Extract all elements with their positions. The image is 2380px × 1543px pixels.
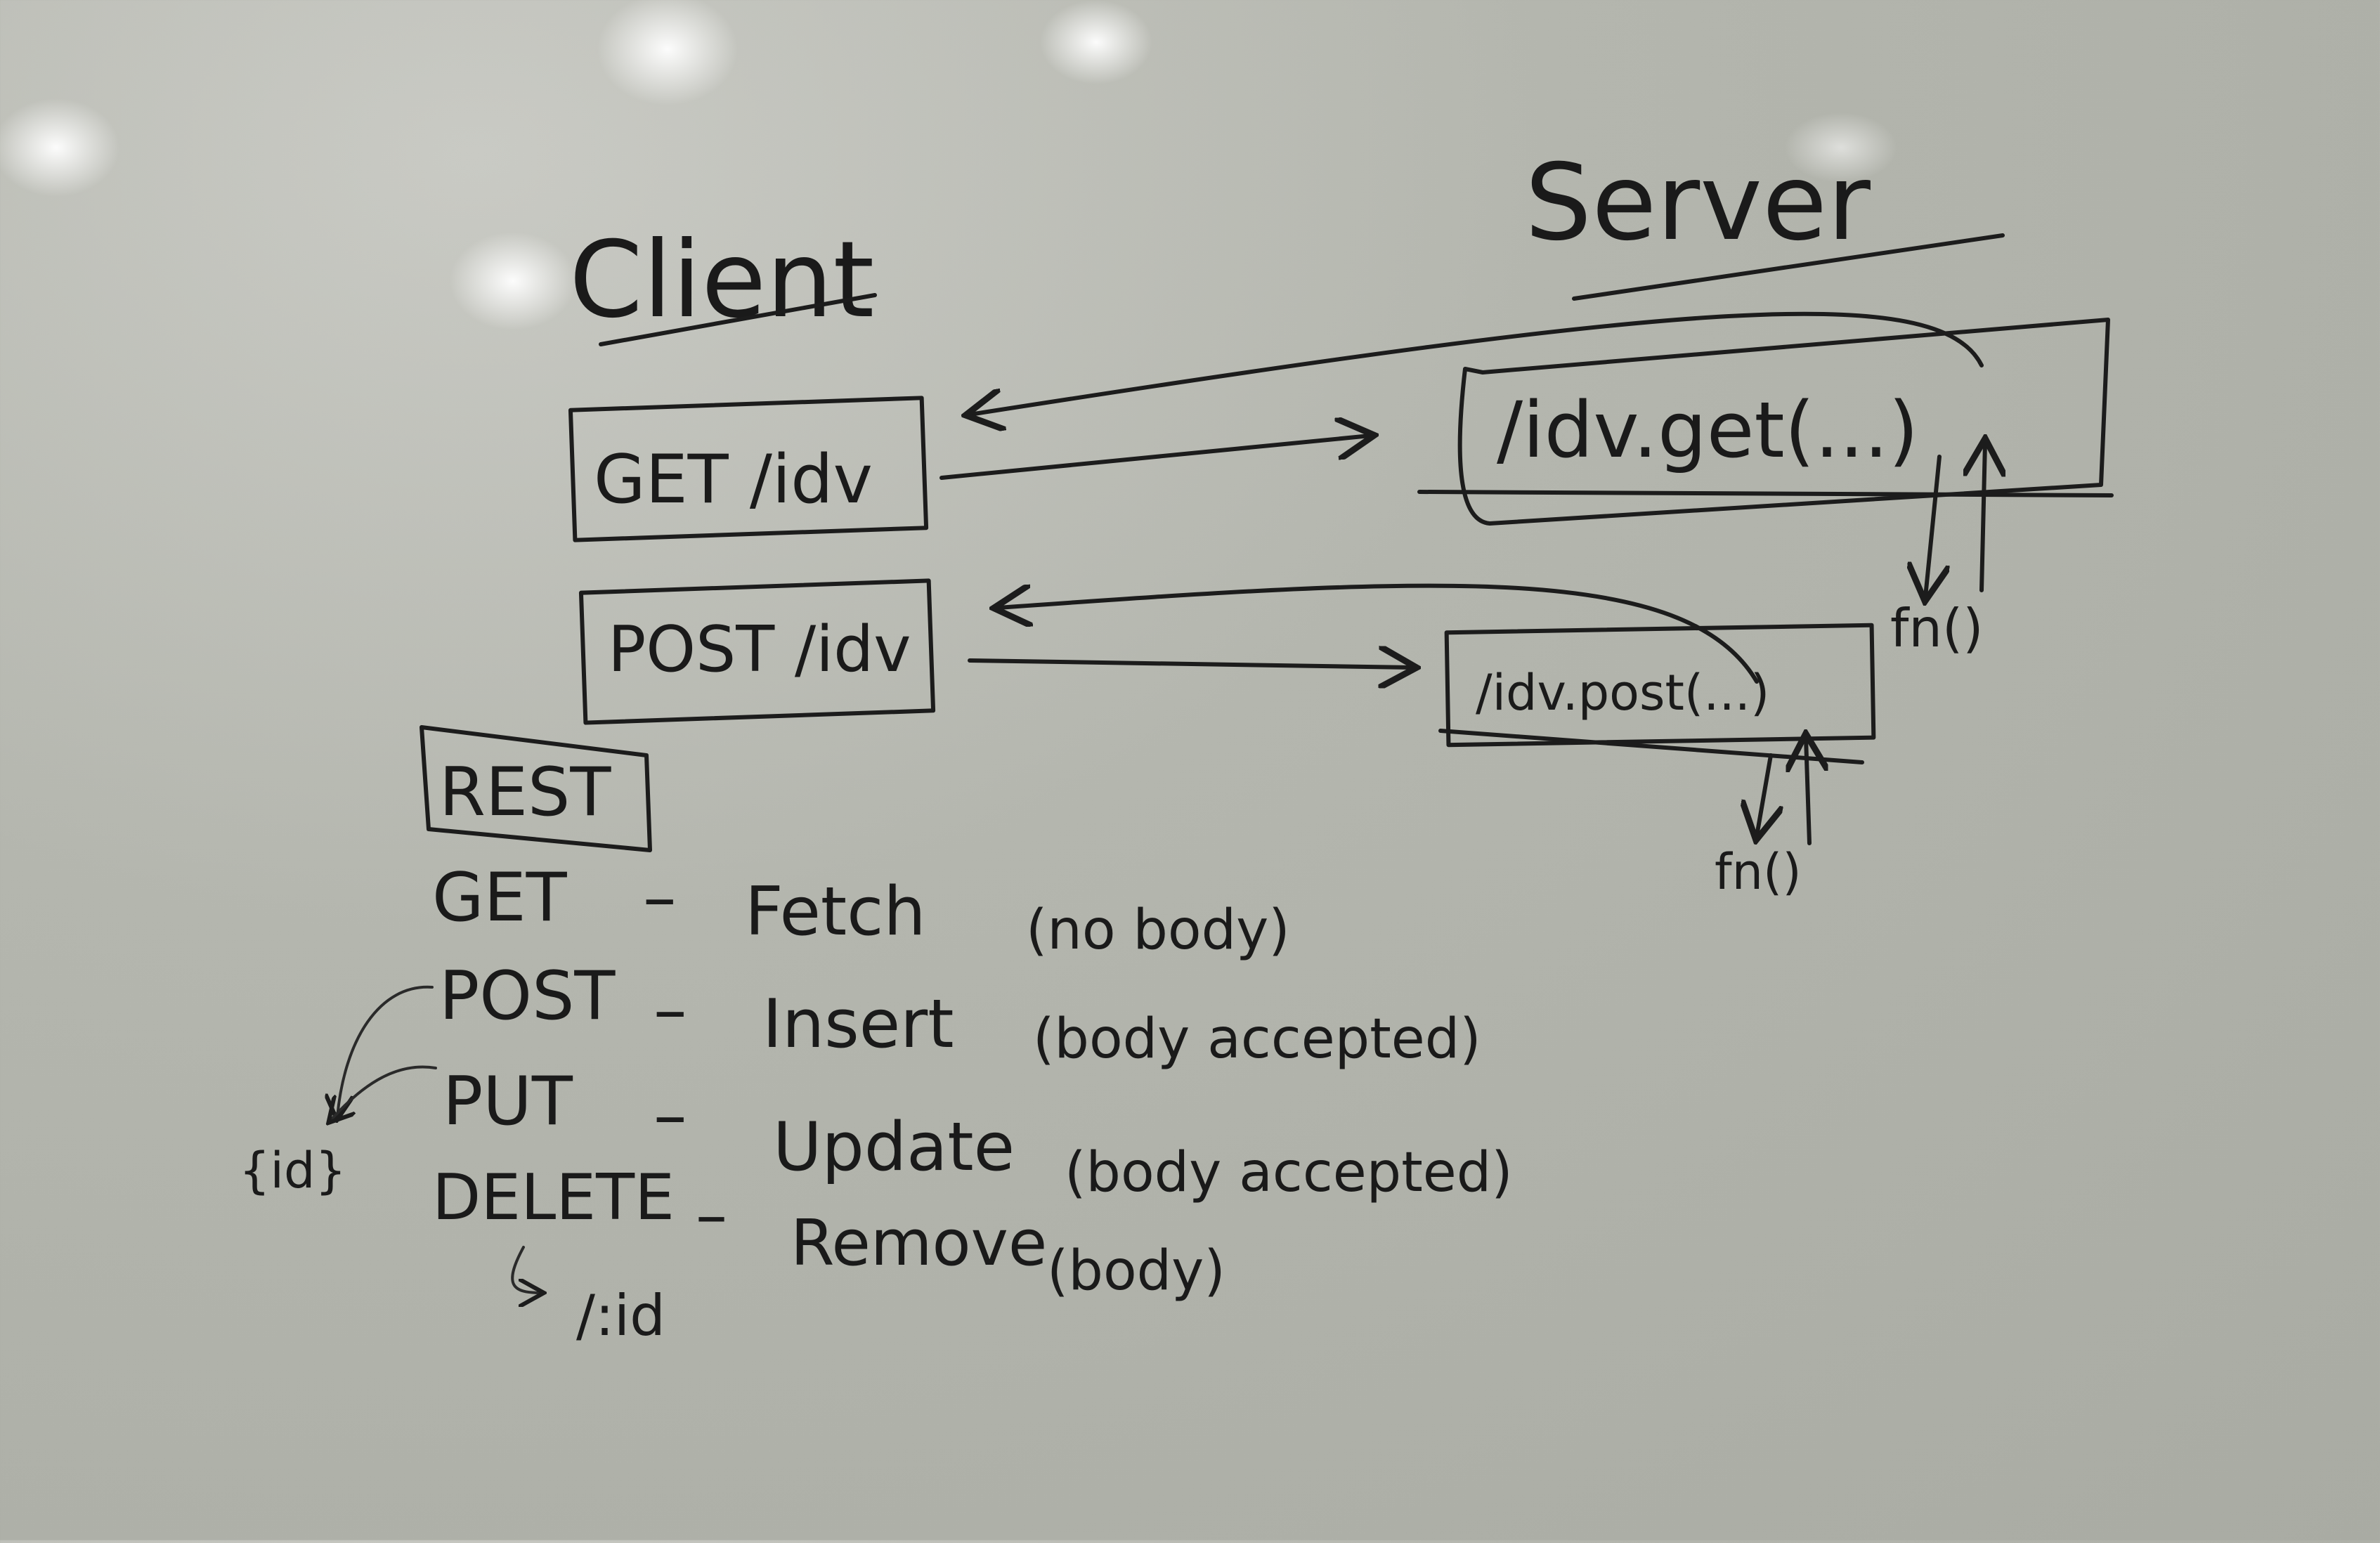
method-verb: DELETE: [432, 1161, 675, 1235]
method-action: Remove: [791, 1206, 1047, 1280]
method-action: Insert: [762, 986, 954, 1063]
post-to-id-arrow: [337, 985, 434, 1117]
method-note: (body accepted): [1065, 1141, 1513, 1204]
post-handler-box: [1444, 623, 1876, 748]
post-handler-label: /idv.post(...): [1476, 664, 1769, 722]
get-request-arrow: [939, 436, 1370, 480]
delete-path-arrow: [511, 1246, 541, 1293]
fn-call-arrow: [1757, 753, 1771, 836]
put-to-id-arrow: [330, 1065, 437, 1121]
get-fn-label: fn(): [1890, 597, 1983, 659]
server-underline: [1572, 233, 2005, 301]
fn-return-arrow: [1806, 738, 1809, 845]
method-note: (body accepted): [1033, 1008, 1481, 1071]
rest-method-post: POST – Insert (body accepted): [439, 958, 1481, 1071]
glare: [1785, 112, 1897, 183]
method-verb: GET: [432, 859, 568, 937]
glare: [597, 0, 738, 105]
server-title: Server: [1525, 142, 1871, 264]
method-action: Update: [773, 1109, 1015, 1186]
glare: [450, 232, 576, 330]
method-verb: POST: [439, 958, 616, 1035]
get-request-box: [568, 396, 929, 542]
method-verb: PUT: [443, 1063, 573, 1140]
post-fn-label: fn(): [1715, 843, 1802, 901]
post-handler-underline: [1438, 729, 1864, 764]
get-handler-box: [1457, 318, 2110, 526]
id-brace-label: {id}: [239, 1142, 346, 1199]
get-request-label: GET /idv: [594, 441, 873, 519]
method-dash: –: [643, 859, 677, 937]
rest-heading: REST: [439, 754, 611, 831]
rest-box: [420, 725, 652, 852]
glare: [0, 98, 119, 197]
post-request-label: POST /idv: [608, 613, 911, 686]
method-action: Fetch: [745, 873, 926, 951]
method-dash: –: [696, 1178, 727, 1252]
post-response-arrow: [998, 583, 1759, 684]
rest-method-get: GET – Fetch (no body): [432, 859, 1290, 962]
rest-method-put: PUT – Update (body accepted): [443, 1063, 1513, 1204]
client-underline: [599, 293, 877, 346]
fn-call-arrow: [1925, 455, 1939, 597]
method-dash: –: [653, 972, 687, 1049]
post-request-arrow: [968, 660, 1412, 668]
rest-method-delete: DELETE – Remove (body): [432, 1161, 1225, 1303]
method-dash: –: [653, 1077, 687, 1154]
post-request-box: [578, 578, 936, 725]
get-handler-underline: [1417, 490, 2114, 497]
get-response-arrow: [970, 311, 1984, 415]
get-handler-label: /idv.get(...): [1497, 385, 1918, 475]
delete-path-label: /:id: [576, 1283, 665, 1348]
glare: [1040, 0, 1152, 84]
method-note: (body): [1047, 1239, 1225, 1303]
method-note: (no body): [1026, 899, 1290, 962]
fn-return-arrow: [1982, 443, 1985, 592]
